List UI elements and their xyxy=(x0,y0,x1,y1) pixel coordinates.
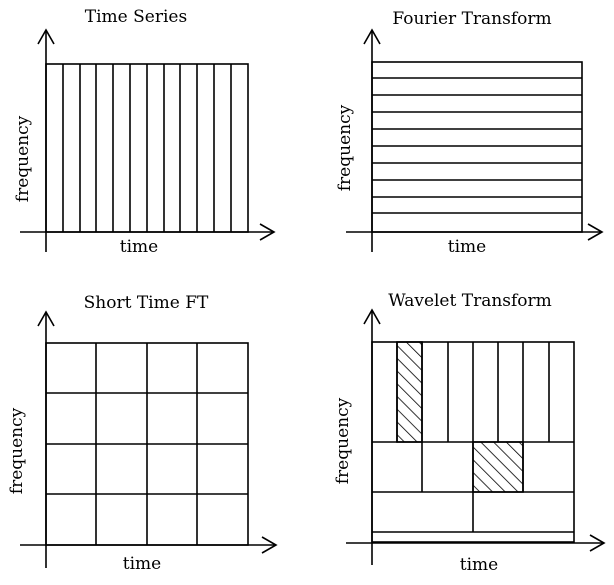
panel-title-wavelet: Wavelet Transform xyxy=(388,291,552,311)
panel-wavelet-transform xyxy=(346,308,606,565)
x-axis-label-fourier: time xyxy=(448,237,486,257)
x-axis-label-time-series: time xyxy=(120,237,158,257)
fourier-box xyxy=(371,61,583,233)
time-series-columns xyxy=(62,64,232,232)
x-axis-label-stft: time xyxy=(123,554,161,574)
wavelet-hatched-tile-high xyxy=(396,341,423,443)
y-axis-label-time-series: frequency xyxy=(13,115,33,202)
x-axis-label-wavelet: time xyxy=(460,555,498,575)
panel-short-time-ft xyxy=(20,310,278,568)
stft-grid xyxy=(46,343,248,545)
x-axis-arrow xyxy=(346,534,606,552)
wavelet-hatched-tile-mid xyxy=(472,441,524,493)
panel-fourier-transform xyxy=(346,28,604,252)
y-axis-label-wavelet: frequency xyxy=(333,397,353,484)
fourier-rows xyxy=(372,77,582,214)
panel-title-time-series: Time Series xyxy=(85,7,187,27)
wavelet-tiling xyxy=(372,342,574,533)
y-axis-label-fourier: frequency xyxy=(335,104,355,191)
y-axis-label-stft: frequency xyxy=(7,407,27,494)
panel-time-series xyxy=(20,28,276,252)
panel-title-stft: Short Time FT xyxy=(84,293,209,313)
panel-title-fourier: Fourier Transform xyxy=(392,9,551,29)
